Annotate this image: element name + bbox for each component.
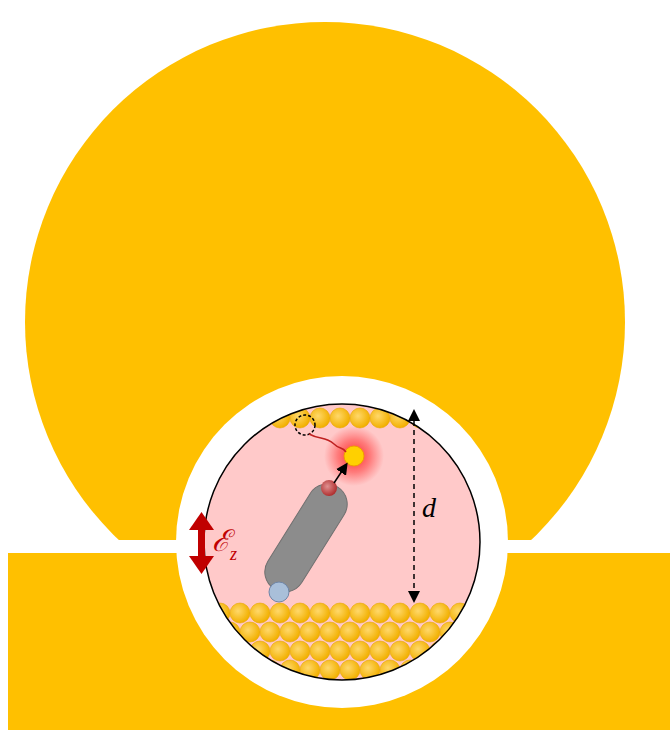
gold-atom: [340, 660, 360, 680]
gold-atom: [470, 603, 490, 623]
gold-atom: [260, 622, 280, 642]
gold-atom: [190, 641, 210, 661]
gold-atom: [350, 641, 370, 661]
gold-adatom: [344, 446, 364, 466]
gold-atom: [350, 408, 370, 428]
gold-atom: [380, 622, 400, 642]
gold-atom: [400, 660, 420, 680]
gold-atom: [460, 660, 480, 680]
gold-atom: [460, 622, 480, 642]
gold-atom: [430, 603, 450, 623]
gold-atom: [290, 603, 310, 623]
gold-nanoparticle: [25, 22, 625, 540]
gold-atom: [450, 641, 470, 661]
gold-atom: [480, 660, 500, 680]
gold-atom: [410, 408, 430, 428]
gold-atom: [430, 408, 450, 428]
zoom-ring: [176, 376, 508, 708]
gold-atom: [200, 622, 220, 642]
gold-atom: [250, 603, 270, 623]
gold-atom: [370, 641, 390, 661]
gold-atom: [380, 660, 400, 680]
gap-dimension: [413, 412, 415, 600]
gold-atom: [350, 603, 370, 623]
gold-atom: [280, 622, 300, 642]
gold-atom: [440, 622, 460, 642]
gold-atom: [480, 622, 500, 642]
gold-atom: [200, 660, 220, 680]
gold-atom: [450, 408, 470, 428]
gold-atom: [470, 641, 490, 661]
gold-atom: [420, 660, 440, 680]
zoom-outline: [204, 404, 480, 680]
gold-atom: [330, 641, 350, 661]
gold-atom: [390, 603, 410, 623]
gold-atom: [390, 641, 410, 661]
gold-atom: [230, 408, 250, 428]
field-subscript: z: [230, 545, 237, 563]
gold-atom: [320, 622, 340, 642]
bond-arrow: [334, 465, 346, 483]
gold-atom: [230, 641, 250, 661]
gold-atoms: [190, 408, 500, 680]
hotspot-glow: [324, 426, 384, 486]
gold-atom: [210, 408, 230, 428]
gold-atom: [360, 622, 380, 642]
gold-atom: [190, 408, 210, 428]
gold-atom: [240, 660, 260, 680]
gold-atom: [430, 641, 450, 661]
gold-atom: [300, 622, 320, 642]
gold-atom: [290, 641, 310, 661]
gold-atom: [190, 603, 210, 623]
gold-atom: [330, 408, 350, 428]
gold-atom: [330, 603, 350, 623]
gold-atom: [400, 622, 420, 642]
gold-atom: [420, 622, 440, 642]
gold-atom: [410, 603, 430, 623]
gold-atom: [440, 660, 460, 680]
gold-atom: [270, 641, 290, 661]
gold-atom: [370, 603, 390, 623]
field-arrow: [189, 512, 214, 574]
gold-atom: [320, 660, 340, 680]
gold-atom: [310, 641, 330, 661]
gold-atom: [340, 622, 360, 642]
gold-atom: [210, 641, 230, 661]
gold-atom: [310, 603, 330, 623]
field-symbol: ℰ: [212, 526, 230, 556]
gold-atom: [390, 408, 410, 428]
gold-atom: [270, 603, 290, 623]
gold-atom: [230, 603, 250, 623]
hop-path: [309, 434, 346, 452]
gold-atom: [220, 660, 240, 680]
gap-region: [204, 404, 480, 680]
gold-atom: [470, 408, 490, 428]
gap-label: d: [422, 494, 436, 522]
molecule: [257, 477, 355, 600]
gold-atom: [250, 408, 270, 428]
anchor-atom: [269, 582, 289, 602]
original-site: [295, 415, 315, 435]
